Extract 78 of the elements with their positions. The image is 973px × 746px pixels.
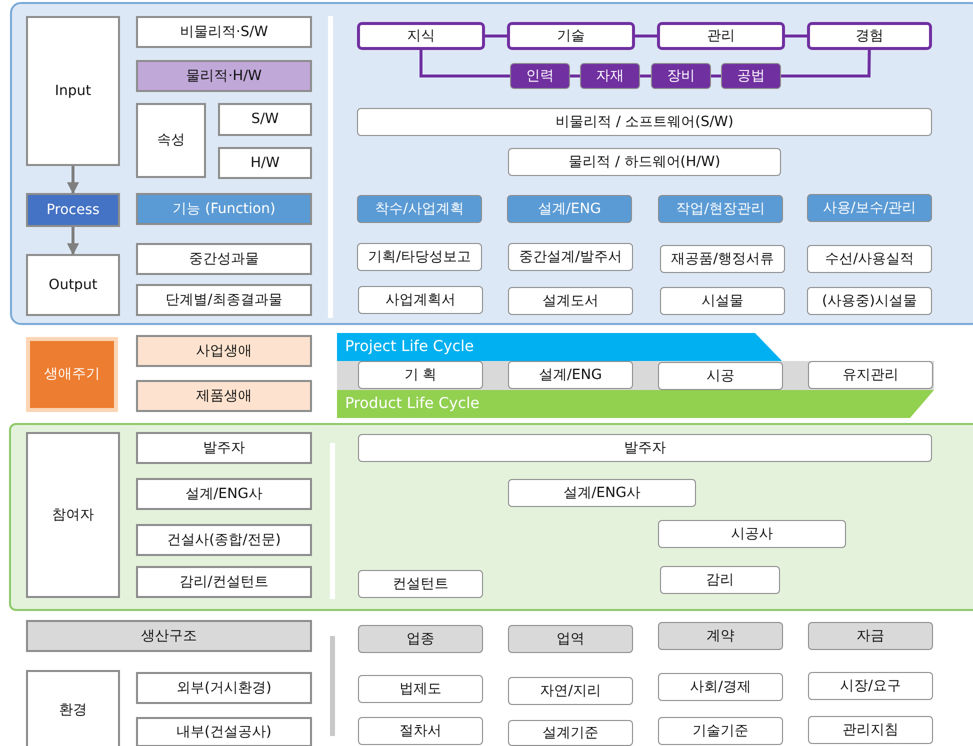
label-box: 감리 <box>660 566 780 594</box>
label-box: S/W <box>218 103 312 136</box>
label-box: 기획/타당성보고 <box>357 243 482 271</box>
label-box: 경험 <box>807 22 932 50</box>
resource-box: 인력 <box>510 63 570 89</box>
label-box: 내부(건설공사) <box>136 717 312 746</box>
category-box: 생애주기 <box>26 337 118 412</box>
label-box: H/W <box>218 147 312 179</box>
label-box: 업종 <box>358 625 483 653</box>
label-box: 사업계획서 <box>358 286 483 314</box>
label-box: 설계/ENG사 <box>508 479 696 507</box>
label-box: 물리적 / 하드웨어(H/W) <box>508 148 781 176</box>
label-box: 설계기준 <box>508 720 633 746</box>
label-box: 관리지침 <box>808 716 933 744</box>
function-box: 기능 (Function) <box>136 193 312 225</box>
label-box: 참여자 <box>26 432 120 598</box>
label-box: 기술기준 <box>658 717 783 745</box>
label-box: (사용중)시설물 <box>807 287 932 315</box>
label-box: 환경 <box>26 670 120 746</box>
label-box: 시설물 <box>660 287 785 315</box>
label-box: 비물리적·S/W <box>136 16 312 48</box>
label-box: 물리적·H/W <box>136 60 312 92</box>
label-box: 유지관리 <box>808 361 933 389</box>
label-box: 기술 <box>507 22 635 50</box>
label-box: 외부(거시환경) <box>136 672 312 704</box>
label-box: 단계별/최종결과물 <box>136 284 312 316</box>
label-box: 제품생애 <box>136 380 312 412</box>
label-box: 시공사 <box>658 520 846 548</box>
label-box: 사회/경제 <box>658 673 783 701</box>
life-cycle-band: Project Life Cycle <box>337 333 782 361</box>
label-box: 수선/사용실적 <box>807 245 932 273</box>
arrow <box>67 227 79 256</box>
label-box: 설계도서 <box>508 287 633 315</box>
stage-box: 사용/보수/관리 <box>807 194 932 222</box>
process-box: Process <box>26 193 120 227</box>
label-box: 절차서 <box>358 717 483 745</box>
label-box: 생산구조 <box>26 620 312 652</box>
connector-line <box>420 50 510 78</box>
connector-line <box>570 74 580 78</box>
stage-box: 작업/현장관리 <box>658 195 783 223</box>
label-box: 재공품/행정서류 <box>660 245 785 273</box>
label-box: 속성 <box>136 103 206 178</box>
connector-line <box>635 34 657 38</box>
label-box: 발주자 <box>136 432 312 464</box>
label-box: 설계/ENG사 <box>136 478 312 510</box>
connector-line <box>711 74 721 78</box>
stage-box: 착수/사업계획 <box>357 195 482 223</box>
label-box: 지식 <box>357 22 485 50</box>
label-box: 감리/컨설턴트 <box>136 566 312 598</box>
resource-box: 공법 <box>721 63 781 89</box>
label-box: 업역 <box>508 625 633 653</box>
life-cycle-band: Product Life Cycle <box>337 390 934 418</box>
label-box: 설계/ENG <box>508 361 633 389</box>
label-box: 관리 <box>657 22 785 50</box>
label-box: 시공 <box>658 362 783 390</box>
resource-box: 자재 <box>580 63 640 89</box>
connector-line <box>640 74 651 78</box>
label-box: 중간설계/발주서 <box>508 243 633 271</box>
label-box: 법제도 <box>358 675 483 703</box>
resource-box: 장비 <box>651 63 711 89</box>
label-box: 자연/지리 <box>508 677 633 705</box>
connector-line <box>485 34 507 38</box>
label-box: Output <box>26 254 120 316</box>
stage-box: 설계/ENG <box>507 195 632 223</box>
label-box: 계약 <box>658 622 783 650</box>
label-box: 기 획 <box>358 361 483 389</box>
label-box: 건설사(종합/전문) <box>136 524 312 556</box>
label-box: 시장/요구 <box>808 672 933 700</box>
label-box: 컨설턴트 <box>358 570 483 598</box>
label-box: Input <box>26 16 120 166</box>
label-box: 중간성과물 <box>136 243 312 275</box>
connector-line <box>785 34 807 38</box>
label-box: 자금 <box>808 622 933 650</box>
label-box: 사업생애 <box>136 335 312 367</box>
label-box: 발주자 <box>358 434 932 462</box>
arrow <box>67 166 79 194</box>
label-box: 비물리적 / 소프트웨어(S/W) <box>357 108 932 136</box>
connector-line <box>781 50 871 78</box>
